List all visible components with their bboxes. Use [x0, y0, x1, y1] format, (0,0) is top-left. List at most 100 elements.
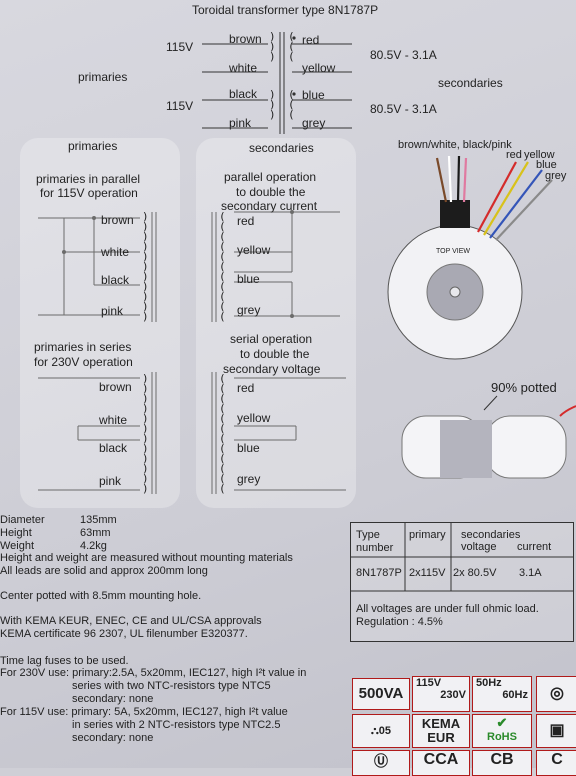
kema-text-1: KEMA — [421, 716, 461, 731]
serial-secondary-coil: (((((((((((( — [219, 372, 226, 495]
lead-label-brown-white-black-pink: brown/white, black/pink — [398, 139, 512, 151]
td-type: 8N1787P — [356, 567, 402, 579]
enec-number: 05 — [378, 725, 391, 737]
series-primary-coil: )))))))))))) — [142, 372, 149, 495]
safety-transformer-icon: ◎ — [550, 685, 564, 702]
fuse-115-line-1: For 115V use: primary: 5A, 5x20mm, IEC12… — [0, 706, 288, 718]
approvals-line-1: With KEMA KEUR, ENEC, CE and UL/CSA appr… — [0, 615, 262, 627]
table-note-2: Regulation : 4.5% — [356, 616, 443, 628]
badge-transformer-symbol: ◎ — [536, 676, 576, 712]
secondaries-panel — [196, 138, 356, 508]
sec-serial-blue: blue — [237, 441, 260, 455]
weight-value: 4.2kg — [80, 540, 107, 552]
badge-voltage: 115V 230V — [412, 676, 470, 712]
th-current: current — [517, 541, 552, 553]
lead-label-grey: grey — [545, 170, 567, 182]
badge-230v: 230V — [440, 689, 466, 701]
parallel-white: white — [101, 245, 130, 259]
parallel-pink: pink — [101, 304, 124, 318]
top-output-1: 80.5V - 3.1A — [370, 48, 437, 62]
top-primary-coil-2: ))) — [269, 88, 276, 121]
th-type: Type — [356, 529, 380, 541]
sec-serial-yellow: yellow — [237, 411, 271, 425]
ce-icon: C — [551, 751, 563, 768]
measure-note: Height and weight are measured without m… — [0, 552, 293, 564]
series-black: black — [99, 441, 128, 455]
sec-serial-3: secondary voltage — [223, 362, 321, 376]
sec-parallel-3: secondary current — [221, 199, 318, 213]
fuses-title: Time lag fuses to be used. — [0, 655, 129, 667]
top-lead-pink: pink — [229, 116, 252, 130]
rohs-text: RoHS — [487, 731, 517, 743]
top-lead-black: black — [229, 87, 258, 101]
sec-parallel-blue: blue — [237, 272, 260, 286]
sec-serial-red: red — [237, 381, 255, 395]
sec-parallel-1: parallel operation — [224, 170, 317, 184]
badge-ce: C — [536, 750, 576, 776]
series-pink: pink — [99, 474, 122, 488]
parallel-secondary-coil: ((((((((((( — [219, 210, 226, 323]
center-note: Center potted with 8.5mm mounting hole. — [0, 590, 202, 602]
kema-text-2: EUR — [427, 730, 455, 745]
sec-serial-grey: grey — [237, 472, 261, 486]
enec-icon: ⛬ — [371, 725, 379, 737]
top-lead-brown: brown — [229, 32, 262, 46]
secondaries-heading: secondaries — [249, 141, 314, 155]
badge-500va: 500VA — [352, 678, 410, 710]
height-value: 63mm — [80, 527, 111, 539]
badge-enec: ⛬05 — [352, 714, 410, 748]
page-title: Toroidal transformer type 8N1787P — [192, 3, 379, 17]
top-115v-label-2: 115V — [166, 99, 194, 113]
series-white: white — [99, 413, 128, 427]
weight-label: Weight — [0, 540, 35, 552]
top-primary-coil-1: ))) — [269, 30, 276, 63]
fuse-230-line-1: For 230V use: primary:2.5A, 5x20mm, IEC1… — [0, 667, 307, 679]
ul-icon: Ⓤ — [374, 753, 388, 769]
top-view-label: TOP VIEW — [436, 248, 470, 255]
badge-50hz: 50Hz — [476, 677, 502, 689]
badge-double-insulation: ▣ — [536, 714, 576, 748]
parallel-title-2: for 115V operation — [40, 186, 138, 200]
parallel-black: black — [101, 273, 130, 287]
lead-label-red: red — [506, 149, 522, 161]
lead-label-blue: blue — [536, 159, 557, 171]
series-brown: brown — [99, 380, 132, 394]
badge-ul: Ⓤ — [352, 750, 410, 776]
top-primaries-label: primaries — [78, 70, 128, 84]
top-secondary-coil-1: ((( — [288, 30, 295, 63]
sec-parallel-grey: grey — [237, 303, 261, 317]
th-secondaries: secondaries — [461, 529, 521, 541]
spec-table: Type number primary secondaries voltage … — [350, 522, 574, 642]
approvals-line-2: KEMA certificate 96 2307, UL filenumber … — [0, 628, 248, 640]
td-primary: 2x115V — [409, 567, 446, 579]
potted-label: 90% potted — [491, 380, 557, 395]
fuse-115-line-2: in series with 2 NTC-resistors type NTC2… — [72, 719, 281, 731]
double-square-icon: ▣ — [549, 722, 565, 739]
parallel-primary-coil: ))))))))))) — [142, 210, 149, 323]
leads-note: All leads are solid and approx 200mm lon… — [0, 565, 208, 577]
badge-cb: CB — [472, 750, 532, 776]
diameter-label: Diameter — [0, 514, 45, 526]
diameter-value: 135mm — [80, 514, 117, 526]
badge-cca: CCA — [412, 750, 470, 776]
th-voltage: voltage — [461, 541, 497, 553]
primaries-panel — [20, 138, 180, 508]
top-lead-grey: grey — [302, 116, 326, 130]
badge-rohs: ✔ RoHS — [472, 714, 532, 748]
top-lead-blue: blue — [302, 88, 325, 102]
rohs-check-icon: ✔ — [496, 715, 508, 730]
primaries-heading: primaries — [68, 139, 118, 153]
top-secondaries-label: secondaries — [438, 76, 503, 90]
badge-frequency: 50Hz 60Hz — [472, 676, 532, 712]
height-label: Height — [0, 527, 32, 539]
series-title-2: for 230V operation — [34, 355, 133, 369]
lead-label-yellow: yellow — [524, 149, 555, 161]
th-primary: primary — [409, 529, 446, 541]
top-115v-label-1: 115V — [166, 40, 194, 54]
top-secondary-coil-2: ((( — [288, 88, 295, 121]
sec-parallel-2: to double the — [236, 185, 306, 199]
sec-parallel-red: red — [237, 214, 255, 228]
fuse-230-line-2: series with two NTC-resistors type NTC5 — [72, 680, 271, 692]
